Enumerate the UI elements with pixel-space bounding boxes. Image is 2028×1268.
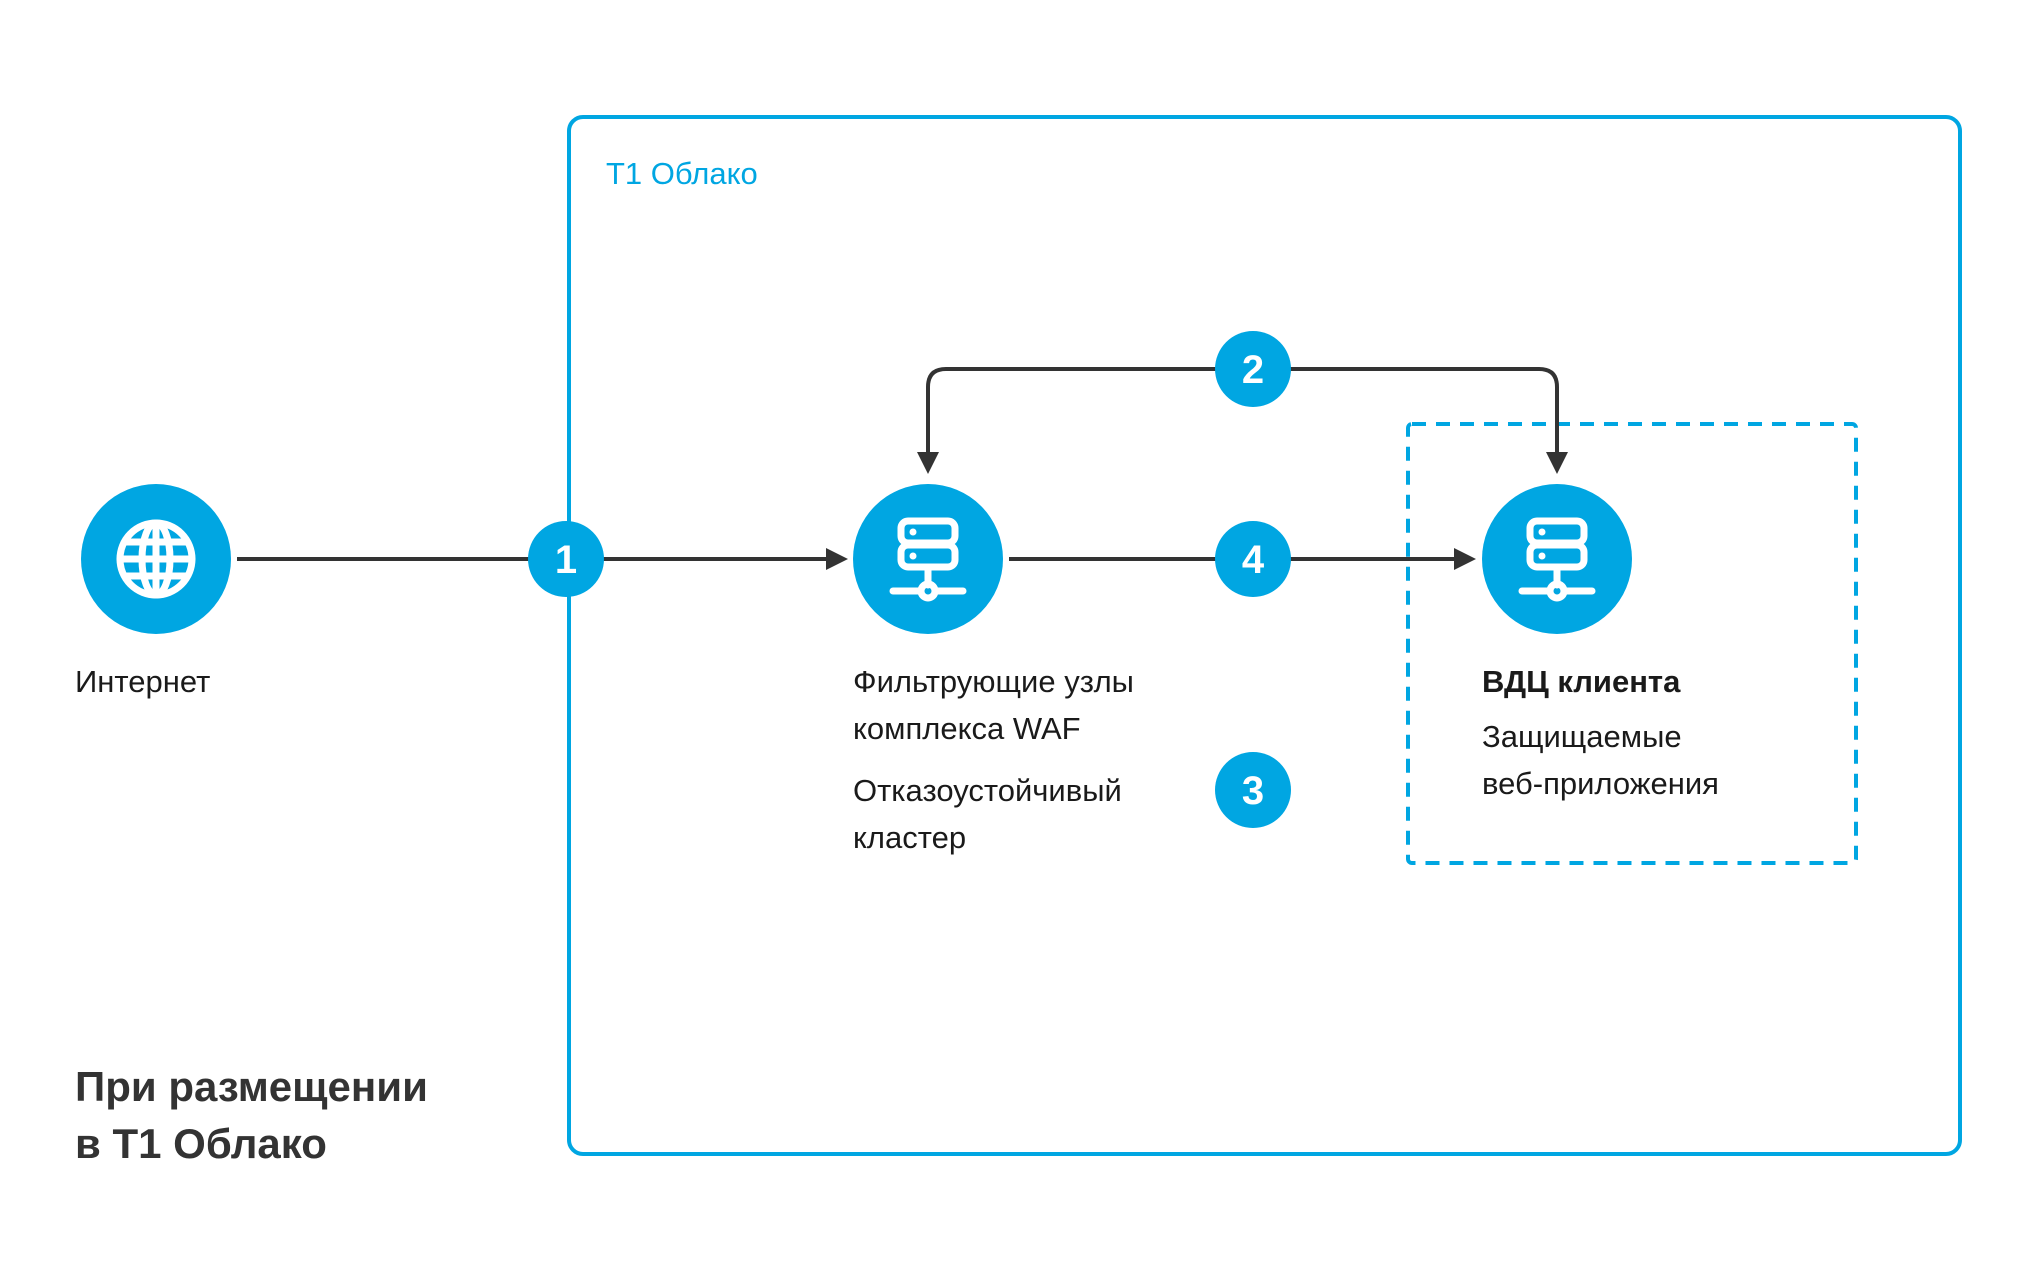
internet-label: Интернет xyxy=(75,664,210,699)
client-line2: веб-приложения xyxy=(1482,766,1719,801)
client-line1: Защищаемые xyxy=(1482,719,1682,754)
svg-text:3: 3 xyxy=(1242,769,1264,813)
cloud-title: Т1 Облако xyxy=(606,156,758,191)
step-badge-1: 1 xyxy=(528,521,604,597)
waf-label-line1: Фильтрующие узлы xyxy=(853,664,1134,699)
step-badge-2: 2 xyxy=(1215,331,1291,407)
arrowhead xyxy=(917,452,939,474)
waf-node xyxy=(853,484,1003,634)
arrowhead xyxy=(1454,548,1476,570)
step-badge-3: 3 xyxy=(1215,752,1291,828)
caption-line2: в Т1 Облако xyxy=(75,1120,327,1167)
waf-cluster-line2: кластер xyxy=(853,820,966,855)
client-boundary xyxy=(1406,422,1858,865)
svg-text:1: 1 xyxy=(555,538,577,582)
waf-label-line2: комплекса WAF xyxy=(853,711,1081,746)
arrowhead xyxy=(1546,452,1568,474)
cloud-boundary xyxy=(567,115,1962,1156)
svg-text:4: 4 xyxy=(1242,538,1265,582)
client-title: ВДЦ клиента xyxy=(1482,664,1681,699)
caption-line1: При размещении xyxy=(75,1063,428,1110)
internet-node xyxy=(81,484,231,634)
arrowhead xyxy=(826,548,848,570)
client-node xyxy=(1482,484,1632,634)
step-badge-4: 4 xyxy=(1215,521,1291,597)
svg-text:2: 2 xyxy=(1242,348,1264,392)
waf-cluster-line1: Отказоустойчивый xyxy=(853,773,1122,808)
globe-icon xyxy=(116,519,196,599)
